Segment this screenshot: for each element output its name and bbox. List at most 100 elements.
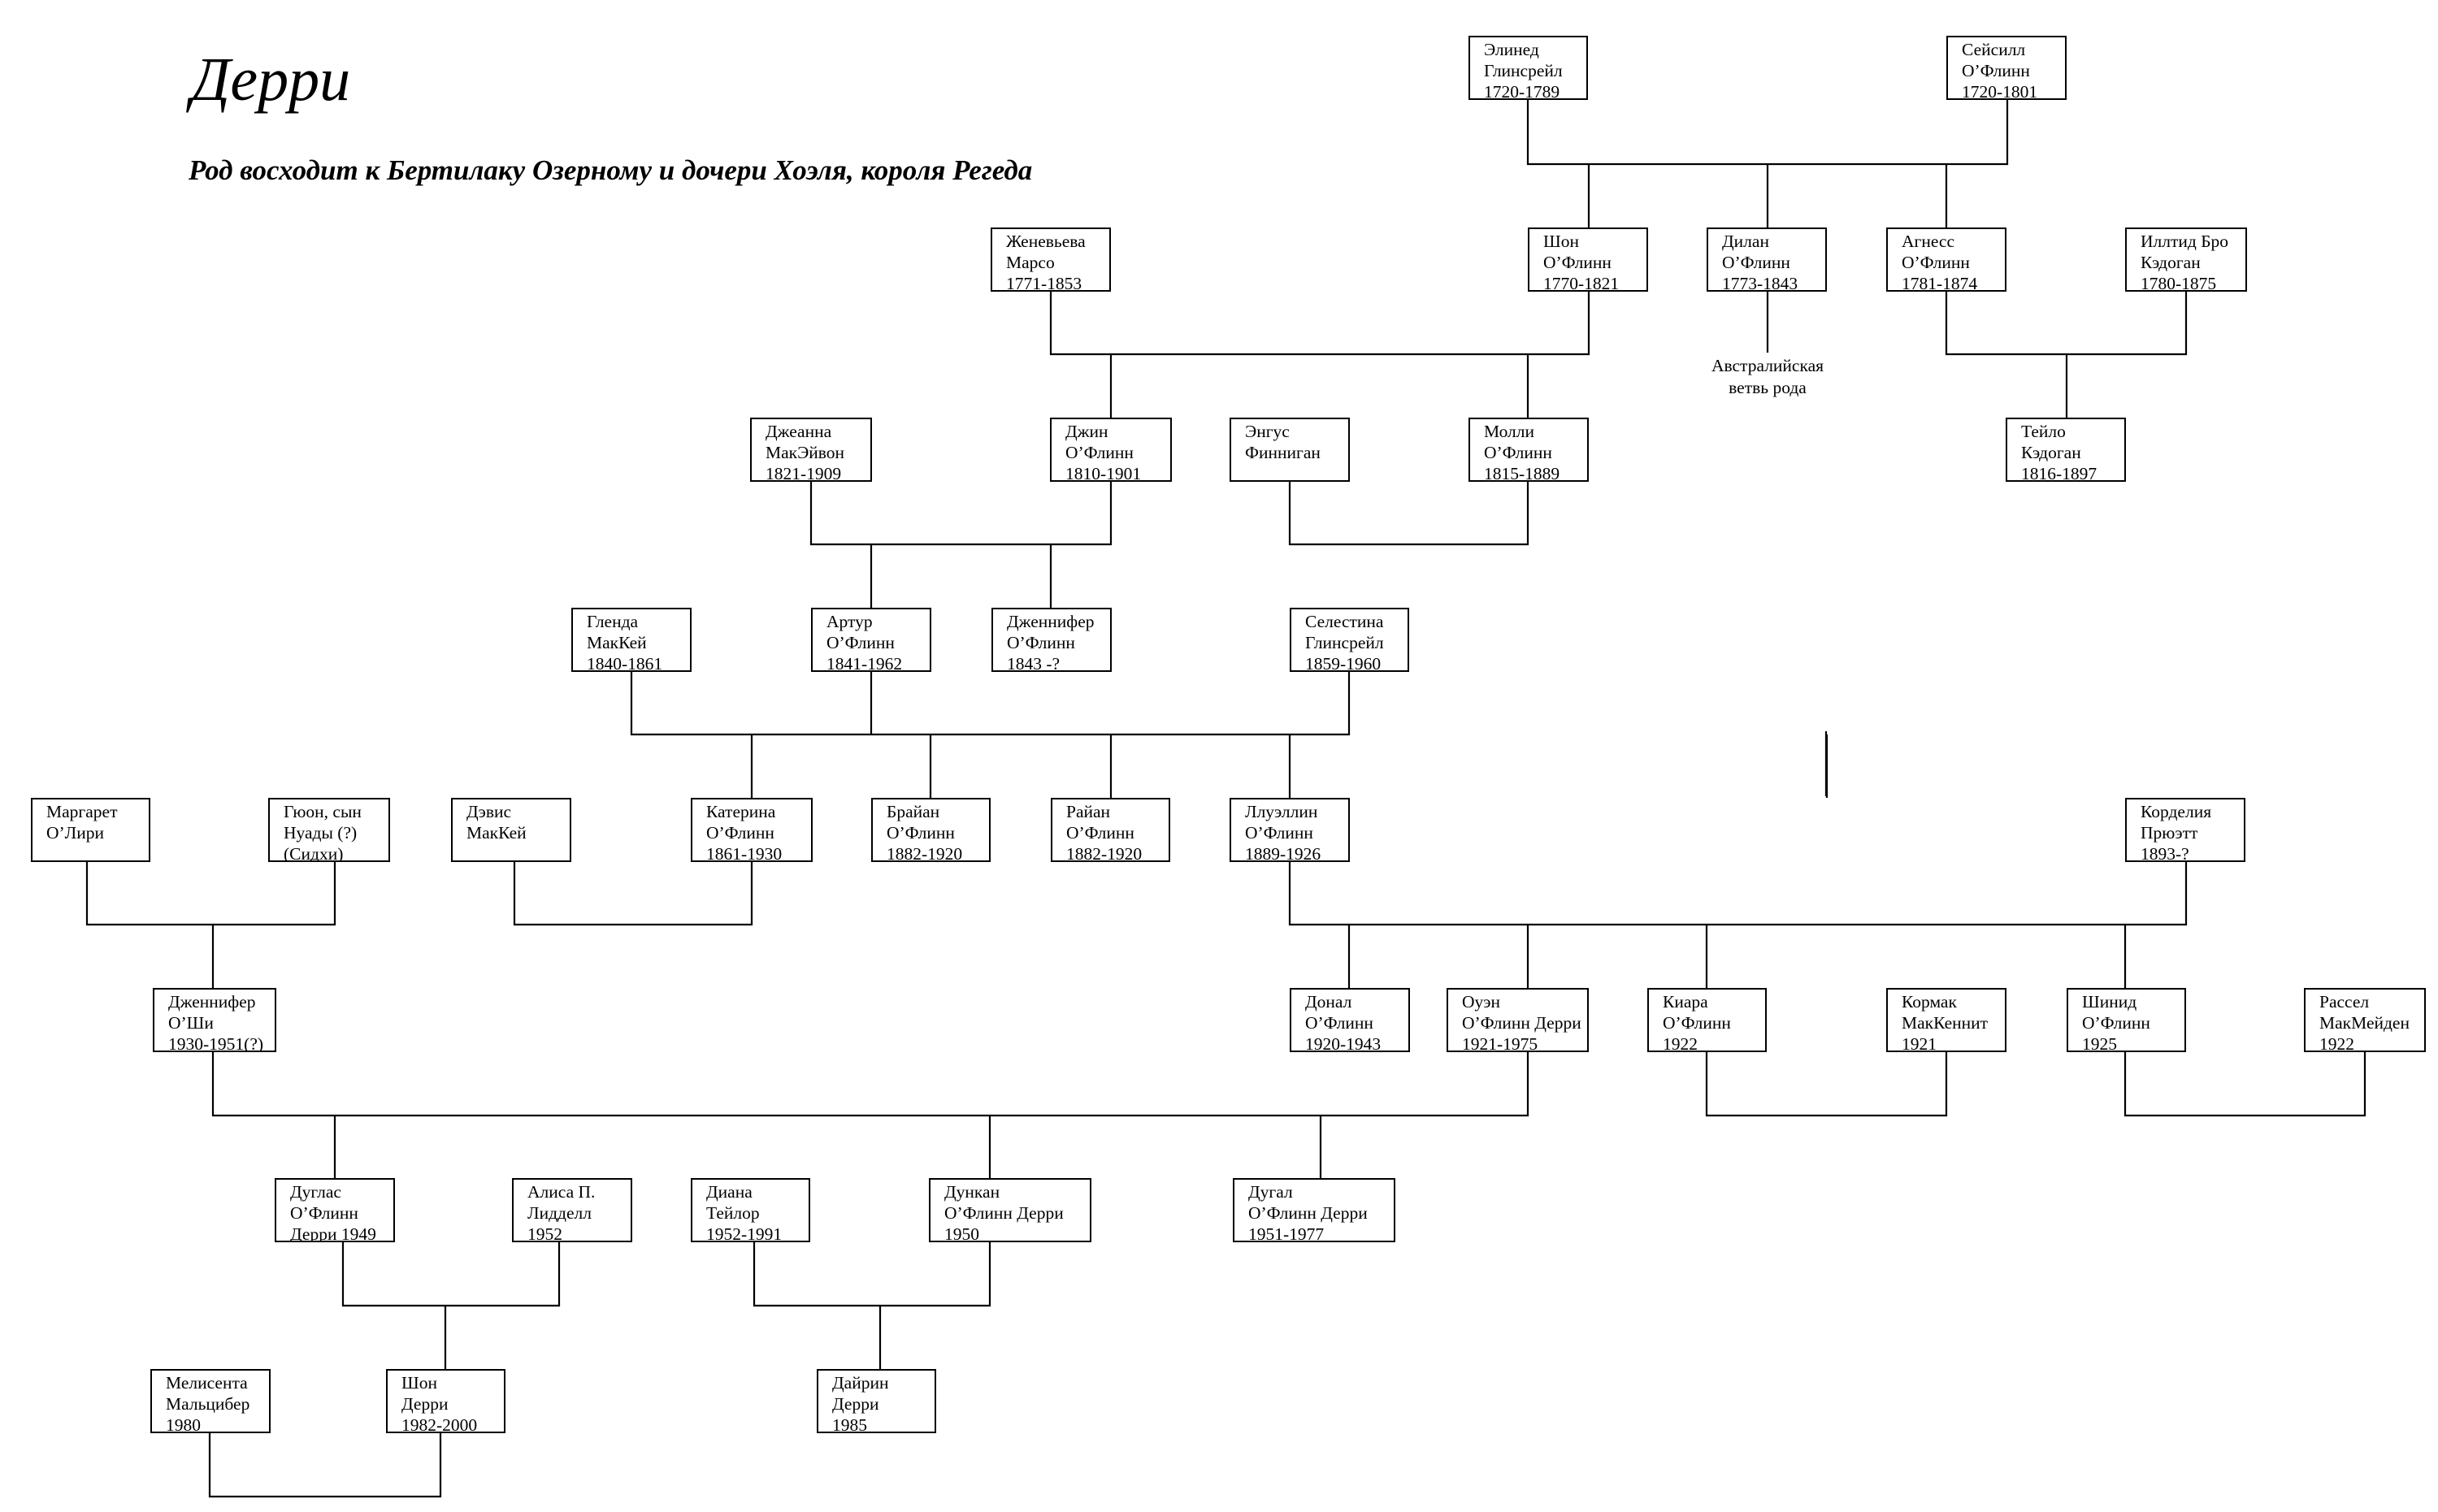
person-line: 1810-1901	[1065, 464, 1142, 482]
couple-link	[211, 1051, 1529, 1117]
person-line: Нуады (?)	[284, 823, 358, 843]
couple-link	[1288, 481, 1529, 546]
person-line: Сейсилл	[1962, 40, 2026, 59]
page-title: Дерри	[191, 45, 351, 114]
person-line: О’Флинн Дерри	[1248, 1203, 1368, 1223]
person-line: 1781-1874	[1902, 274, 1978, 292]
person-line: 1780-1875	[2141, 274, 2217, 292]
person-line: Гюон, сын	[284, 802, 362, 821]
person-line: Дженнифер	[168, 992, 256, 1012]
person-line: 1815-1889	[1484, 464, 1560, 482]
person-line: Иллтид Бро	[2141, 232, 2229, 251]
person-line: 1882-1920	[887, 844, 963, 862]
person-line: МакКей	[587, 633, 647, 652]
person-line: Марсо	[1006, 253, 1055, 272]
person-line: Оуэн	[1462, 992, 1501, 1012]
person-line: 1950	[944, 1224, 979, 1242]
person-line: 1843 -?	[1007, 654, 1061, 672]
person-line: 1770-1821	[1543, 274, 1620, 292]
person-line: МакЭйвон	[766, 443, 845, 462]
person-line: Женевьева	[1006, 232, 1086, 251]
person-line: Рассел	[2319, 992, 2370, 1012]
person-line: Дженнифер	[1007, 612, 1095, 631]
person-line: 1922	[1663, 1034, 1698, 1052]
couple-link	[2123, 1051, 2366, 1117]
person-line: О’Ши	[168, 1013, 214, 1033]
person-line: 1951-1977	[1248, 1224, 1325, 1242]
page-subtitle: Род восходит к Бертилаку Озерному и доче…	[189, 154, 1033, 186]
person-line: О’Флинн	[1543, 253, 1612, 272]
person-line: Дэвис	[466, 802, 512, 821]
person-line: 1952	[527, 1224, 562, 1242]
person-line: Дерри	[832, 1394, 879, 1414]
couple-link	[1945, 291, 2188, 356]
person-line: Дуглас	[290, 1182, 341, 1202]
person-line: О’Флинн	[1484, 443, 1552, 462]
person-line: Агнесс	[1902, 232, 1955, 251]
person-line: Райан	[1066, 802, 1111, 821]
person-line: 1921	[1902, 1034, 1937, 1052]
person-line: 1893-?	[2141, 844, 2189, 862]
person-line: МакМейден	[2319, 1013, 2410, 1033]
person-line: 1773-1843	[1722, 274, 1798, 292]
person-line: Дерри	[401, 1394, 449, 1414]
person-line: О’Флинн	[1245, 823, 1313, 843]
couple-link	[1526, 99, 2009, 166]
person-line: 1930-1951(?)	[168, 1034, 264, 1052]
person-line: Корделия	[2141, 802, 2212, 821]
person-line: О’Флинн	[826, 633, 895, 652]
person-line: О’Флинн	[290, 1203, 358, 1223]
person-line: Шон	[401, 1373, 437, 1393]
person-line: Энгус	[1245, 422, 1290, 441]
person-line: Гленда	[587, 612, 639, 631]
person-line: Дункан	[944, 1182, 1000, 1202]
person-line: 1982-2000	[401, 1415, 478, 1433]
person-line: Маргарет	[46, 802, 118, 821]
person-line: Киара	[1663, 992, 1708, 1012]
person-line: Донал	[1305, 992, 1352, 1012]
couple-link	[341, 1241, 561, 1307]
person-line: 1952-1991	[706, 1224, 783, 1242]
person-line: 1720-1801	[1962, 82, 2038, 100]
person-line: О’Флинн	[1902, 253, 1970, 272]
person-line: О’Лири	[46, 823, 105, 843]
person-line: О’Флинн	[1066, 823, 1134, 843]
couple-link	[809, 481, 1113, 546]
person-line: 1985	[832, 1415, 867, 1433]
person-line: О’Флинн	[1007, 633, 1075, 652]
australian-branch-note: Австралийская ветвь рода	[1694, 355, 1841, 399]
person-line: Селестина	[1305, 612, 1384, 631]
person-line: Кэдоган	[2141, 253, 2201, 272]
person-line: О’Флинн	[1305, 1013, 1373, 1033]
person-line: 1816-1897	[2021, 464, 2097, 482]
person-line: Джин	[1065, 422, 1108, 441]
couple-link	[1049, 291, 1590, 356]
person-line: 1859-1960	[1305, 654, 1382, 672]
person-line: Кэдоган	[2021, 443, 2081, 462]
person-line: О’Флинн	[1722, 253, 1790, 272]
